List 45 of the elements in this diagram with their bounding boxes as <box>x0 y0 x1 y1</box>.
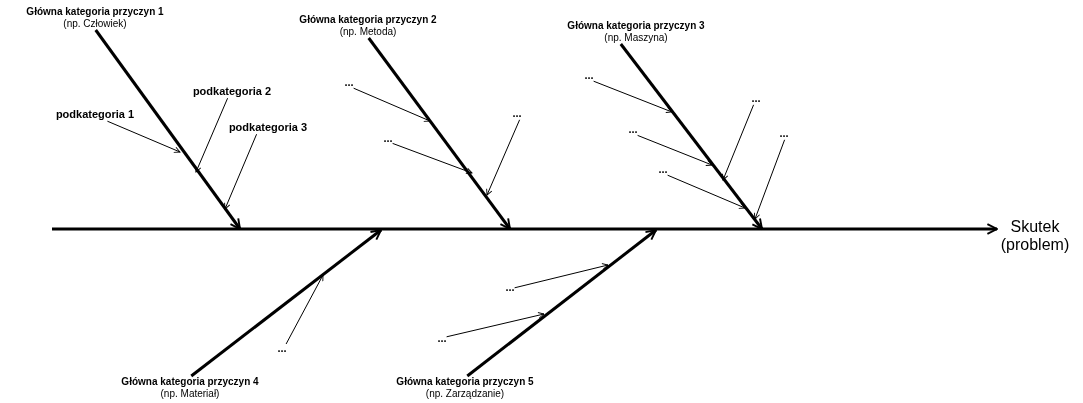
spine-arrow <box>52 223 998 235</box>
arrow <box>392 142 473 175</box>
effect-label: Skutek (problem) <box>997 218 1073 255</box>
placeholder-dots: ... <box>344 78 354 89</box>
category-title: Główna kategoria przyczyn 4 <box>121 376 259 388</box>
bone-arrow <box>466 228 657 378</box>
arrow <box>353 87 431 122</box>
placeholder-dots: ... <box>505 283 515 294</box>
placeholder-dots: ... <box>628 125 638 136</box>
category-example: (np. Człowiek) <box>62 18 128 30</box>
arrow <box>593 80 673 113</box>
bone-arrow <box>619 43 764 230</box>
category-title: Główna kategoria przyczyn 5 <box>396 376 534 388</box>
arrow <box>106 120 181 153</box>
placeholder-dots: ... <box>383 134 393 145</box>
category-title: Główna kategoria przyczyn 1 <box>26 6 164 18</box>
placeholder-dots: ... <box>512 109 522 120</box>
placeholder-dots: ... <box>277 344 287 355</box>
arrow <box>753 139 786 220</box>
arrow <box>486 119 521 196</box>
arrow <box>224 133 258 210</box>
category-example: (np. Maszyna) <box>603 32 669 44</box>
placeholder-dots: ... <box>751 94 761 105</box>
placeholder-dots: ... <box>658 165 668 176</box>
arrow <box>446 312 545 338</box>
arrow <box>195 97 229 173</box>
subcategory-label: podkategoria 2 <box>192 85 272 99</box>
bone-arrow <box>367 37 512 230</box>
category-title: Główna kategoria przyczyn 2 <box>299 14 437 26</box>
category-example: (np. Materiał) <box>159 388 221 400</box>
placeholder-dots: ... <box>779 129 789 140</box>
arrow <box>285 274 324 345</box>
arrow <box>514 263 609 289</box>
arrow <box>667 174 746 209</box>
arrow <box>722 104 755 181</box>
placeholder-dots: ... <box>437 334 447 345</box>
subcategory-label: podkategoria 3 <box>228 121 308 135</box>
placeholder-dots: ... <box>584 71 594 82</box>
subcategory-label: podkategoria 1 <box>55 108 135 122</box>
category-example: (np. Metoda) <box>338 26 398 38</box>
category-title: Główna kategoria przyczyn 3 <box>567 20 705 32</box>
bone-arrow <box>94 29 242 230</box>
bone-arrow <box>190 228 382 378</box>
arrow <box>637 134 713 166</box>
category-example: (np. Zarządzanie) <box>424 388 506 400</box>
